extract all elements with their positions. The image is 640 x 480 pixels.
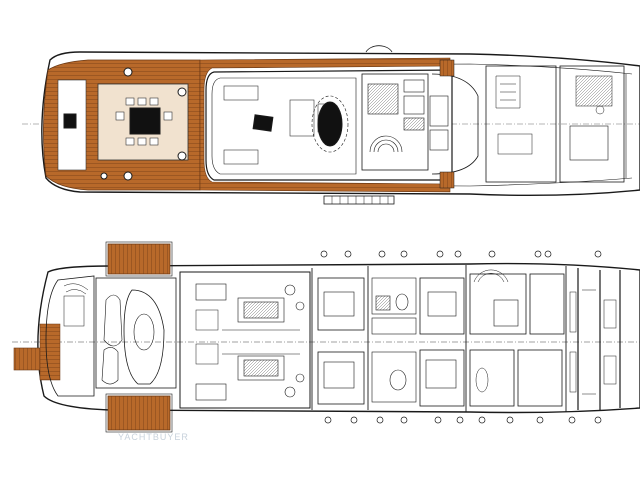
jetski-1 <box>103 294 123 347</box>
engine-room <box>179 271 311 409</box>
aft-dining-table <box>129 107 161 135</box>
beach-club <box>45 275 95 397</box>
aft-seat-3 <box>177 151 187 161</box>
upper-owner-basin <box>595 105 605 115</box>
upper-owner-bed <box>569 125 609 161</box>
jetski-2 <box>101 347 119 385</box>
side-platform-starboard <box>107 395 171 431</box>
aft-dining-chairs <box>115 97 173 146</box>
beach-club-sofa <box>63 295 85 327</box>
aft-console <box>63 113 77 129</box>
engine-room-machinery <box>195 309 300 365</box>
forward-stores <box>569 289 617 395</box>
guest-cabin-1-bed <box>323 291 355 317</box>
upper-forward-stair <box>495 75 521 109</box>
crew-bath-tub <box>475 367 489 393</box>
generators <box>195 283 305 401</box>
cabin-3 <box>419 277 465 335</box>
main-saloon-inner-wall <box>211 77 357 175</box>
side-platform-port <box>107 243 171 275</box>
upper-owner-cabin <box>559 65 625 183</box>
saloon-dining-chairs <box>311 95 349 153</box>
spiral-stair <box>369 135 403 153</box>
tender-garage <box>95 277 177 389</box>
upper-deck-hull-outline <box>41 51 640 197</box>
cabin-3-beds <box>427 291 457 317</box>
forward-teak-strip <box>439 59 455 77</box>
side-deck-starboard <box>199 57 451 193</box>
upper-forward-area <box>485 65 557 183</box>
forward-frames <box>577 268 621 410</box>
passerelle <box>323 195 395 205</box>
galley-fixtures <box>403 79 449 151</box>
passerelle-slats <box>331 196 389 204</box>
guest-bathrooms <box>371 277 417 403</box>
upper-deck-inner-edge <box>57 63 633 187</box>
guest-cabin-2 <box>317 351 365 405</box>
upper-owner-bath <box>575 75 613 107</box>
frame-markers-top <box>320 250 602 258</box>
radar-dome <box>365 45 393 53</box>
lower-deck-plan <box>12 241 640 433</box>
crew-mess <box>469 273 527 335</box>
crew-cabin-3 <box>529 273 565 335</box>
beach-club-stair <box>63 283 89 295</box>
upper-forward-bench <box>497 133 533 155</box>
vip-cabin <box>419 349 465 407</box>
swim-platform-step <box>39 323 61 381</box>
forward-teak-strip-2 <box>439 171 455 189</box>
aft-seat-4 <box>123 171 133 181</box>
upper-deck-plan <box>22 45 640 205</box>
saloon-coffee-table <box>252 114 274 132</box>
galley-block <box>361 73 429 171</box>
crew-galley <box>493 299 519 327</box>
aft-seat-5 <box>100 172 108 180</box>
guest-cabin-1 <box>317 277 365 331</box>
vip-cabin-bed <box>425 359 457 389</box>
crew-cabin-1 <box>469 349 515 407</box>
aft-seat-2 <box>177 87 187 97</box>
bulkhead-lines <box>311 265 567 412</box>
tender-boat <box>123 289 165 385</box>
tender-boat-seat <box>133 313 155 351</box>
saloon-dining-table <box>317 101 343 147</box>
crew-cabin-2 <box>517 349 563 407</box>
side-platform-port-frame <box>105 241 173 277</box>
aft-seat-1 <box>123 67 133 77</box>
engines <box>237 297 285 381</box>
guest-cabin-2-bed <box>323 361 355 389</box>
lower-deck-hull-outline <box>37 262 640 414</box>
side-platform-starboard-frame <box>105 393 173 433</box>
frame-markers-bottom <box>324 416 602 424</box>
crew-stair <box>473 269 509 283</box>
galley-counter <box>367 83 399 115</box>
watermark: YACHTBUYER <box>118 432 189 442</box>
